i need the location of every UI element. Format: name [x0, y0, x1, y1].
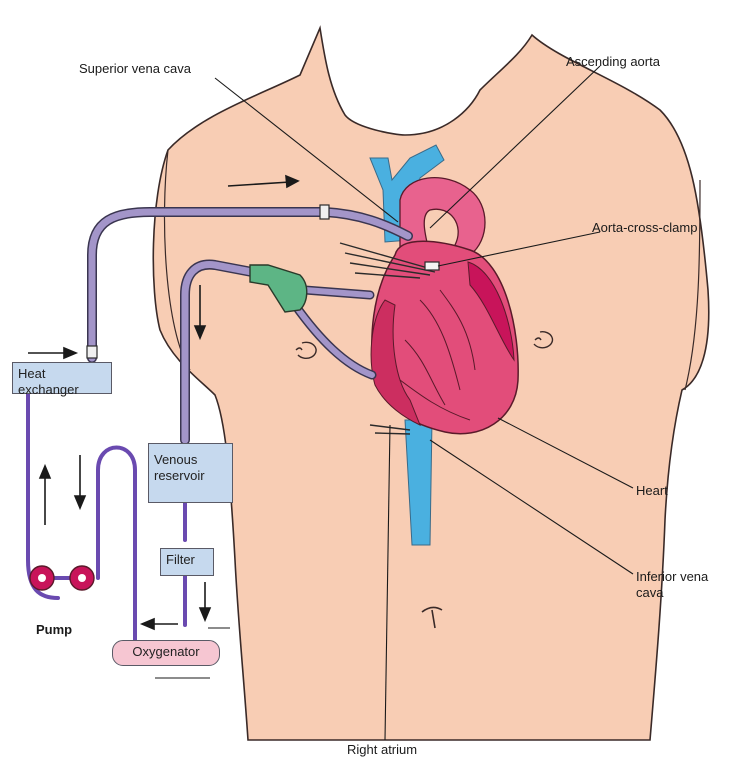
venous-reservoir-line2: reservoir [154, 468, 205, 483]
label-aorta-cross-clamp: Aorta-cross-clamp [592, 220, 697, 236]
heat-exchanger-box: Heat exchanger [12, 362, 112, 394]
heat-exchanger-line1: Heat [18, 366, 45, 381]
pump-label: Pump [36, 622, 72, 638]
pump-icon [30, 566, 94, 590]
label-ascending-aorta: Ascending aorta [566, 54, 660, 70]
label-right-atrium: Right atrium [347, 742, 417, 758]
label-superior-vena-cava: Superior vena cava [79, 61, 191, 77]
label-inferior-vena-cava: Inferior vena cava [636, 569, 708, 602]
label-inferior-vena-cava-line2: cava [636, 585, 663, 600]
label-heart: Heart [636, 483, 668, 499]
venous-reservoir-box: Venous reservoir [148, 443, 233, 503]
pump-line-loop [98, 448, 135, 641]
heat-exchanger-connector [87, 346, 97, 358]
heat-exchanger-line2: exchanger [18, 382, 79, 397]
filter-box: Filter [160, 548, 214, 576]
oxygenator-box: Oxygenator [112, 640, 220, 666]
arterial-connector [320, 205, 329, 219]
venous-reservoir-line1: Venous [154, 452, 197, 467]
aorta-clamp [425, 262, 439, 270]
label-inferior-vena-cava-line1: Inferior vena [636, 569, 708, 584]
